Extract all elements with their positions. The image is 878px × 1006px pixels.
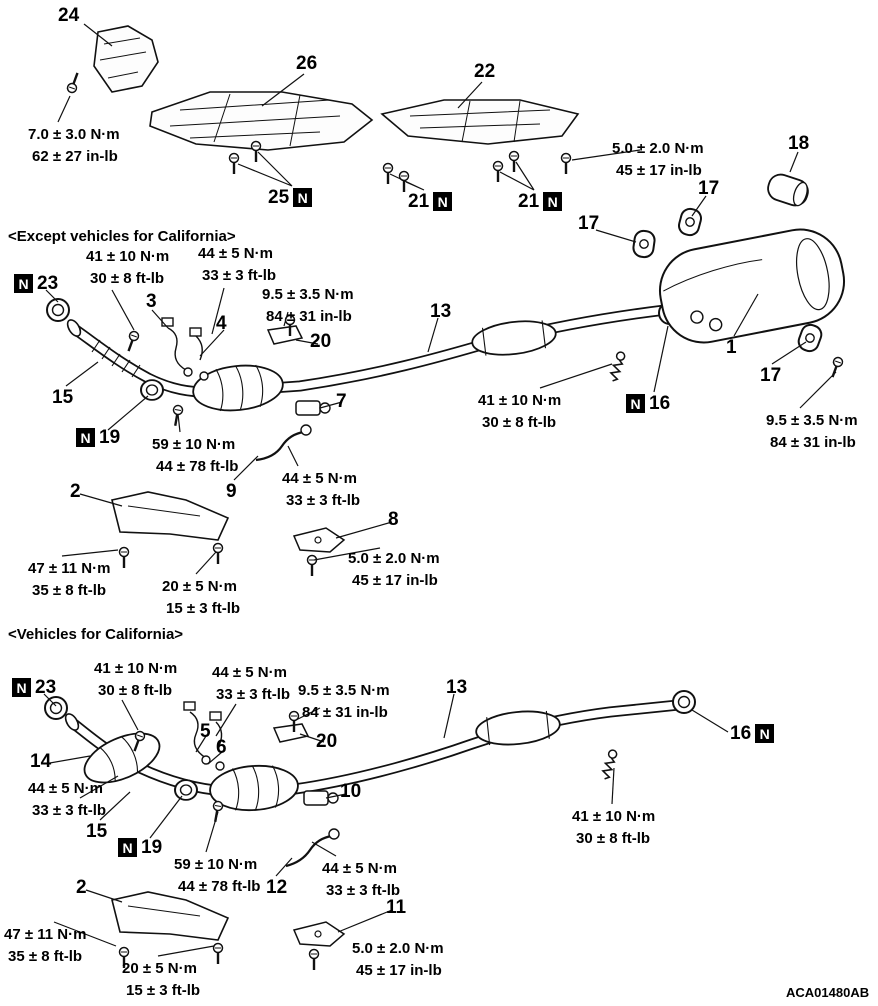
muffler-1 [658, 228, 846, 344]
hanger-17-right [795, 321, 825, 355]
gasket-19 [174, 779, 198, 801]
bracket-7 [295, 400, 331, 416]
bracket-20-ca [272, 723, 310, 743]
bracket-10 [303, 790, 339, 806]
front-flange [66, 319, 82, 337]
hanger-rod-9 [255, 424, 312, 462]
bracket-2-exc [111, 491, 230, 570]
hanger-rod-12 [285, 828, 340, 868]
oxygen-sensor-wires-3-4 [161, 317, 209, 381]
catalytic-converter-15 [209, 764, 299, 812]
front-flange [64, 713, 80, 731]
resonator [475, 710, 561, 746]
heat-shield-22 [380, 99, 580, 145]
flex-pipe-hatch [91, 339, 141, 378]
bracket-11 [292, 921, 346, 972]
bracket-20 [266, 325, 304, 345]
spring-bolt [599, 748, 619, 781]
gasket-23 [44, 696, 68, 720]
gasket-16 [672, 690, 696, 714]
resonator [471, 320, 557, 356]
assembly-except-california [46, 228, 846, 578]
heat-shield-24 [65, 25, 159, 95]
assembly-california [44, 690, 696, 972]
catalytic-converter [192, 364, 284, 412]
bracket-8 [292, 527, 346, 578]
oxygen-sensor-wires-5-6 [183, 701, 225, 771]
pipe-coupler-18 [767, 173, 809, 207]
heat-shield-26 [149, 91, 374, 151]
gasket-19 [140, 379, 164, 401]
bracket-2-ca [111, 891, 230, 970]
bolt-9.5 [827, 355, 845, 380]
gasket-23 [46, 298, 70, 322]
catalytic-converter-14 [83, 732, 161, 784]
leader-lines [43, 23, 837, 957]
spring-bolt [607, 350, 627, 383]
